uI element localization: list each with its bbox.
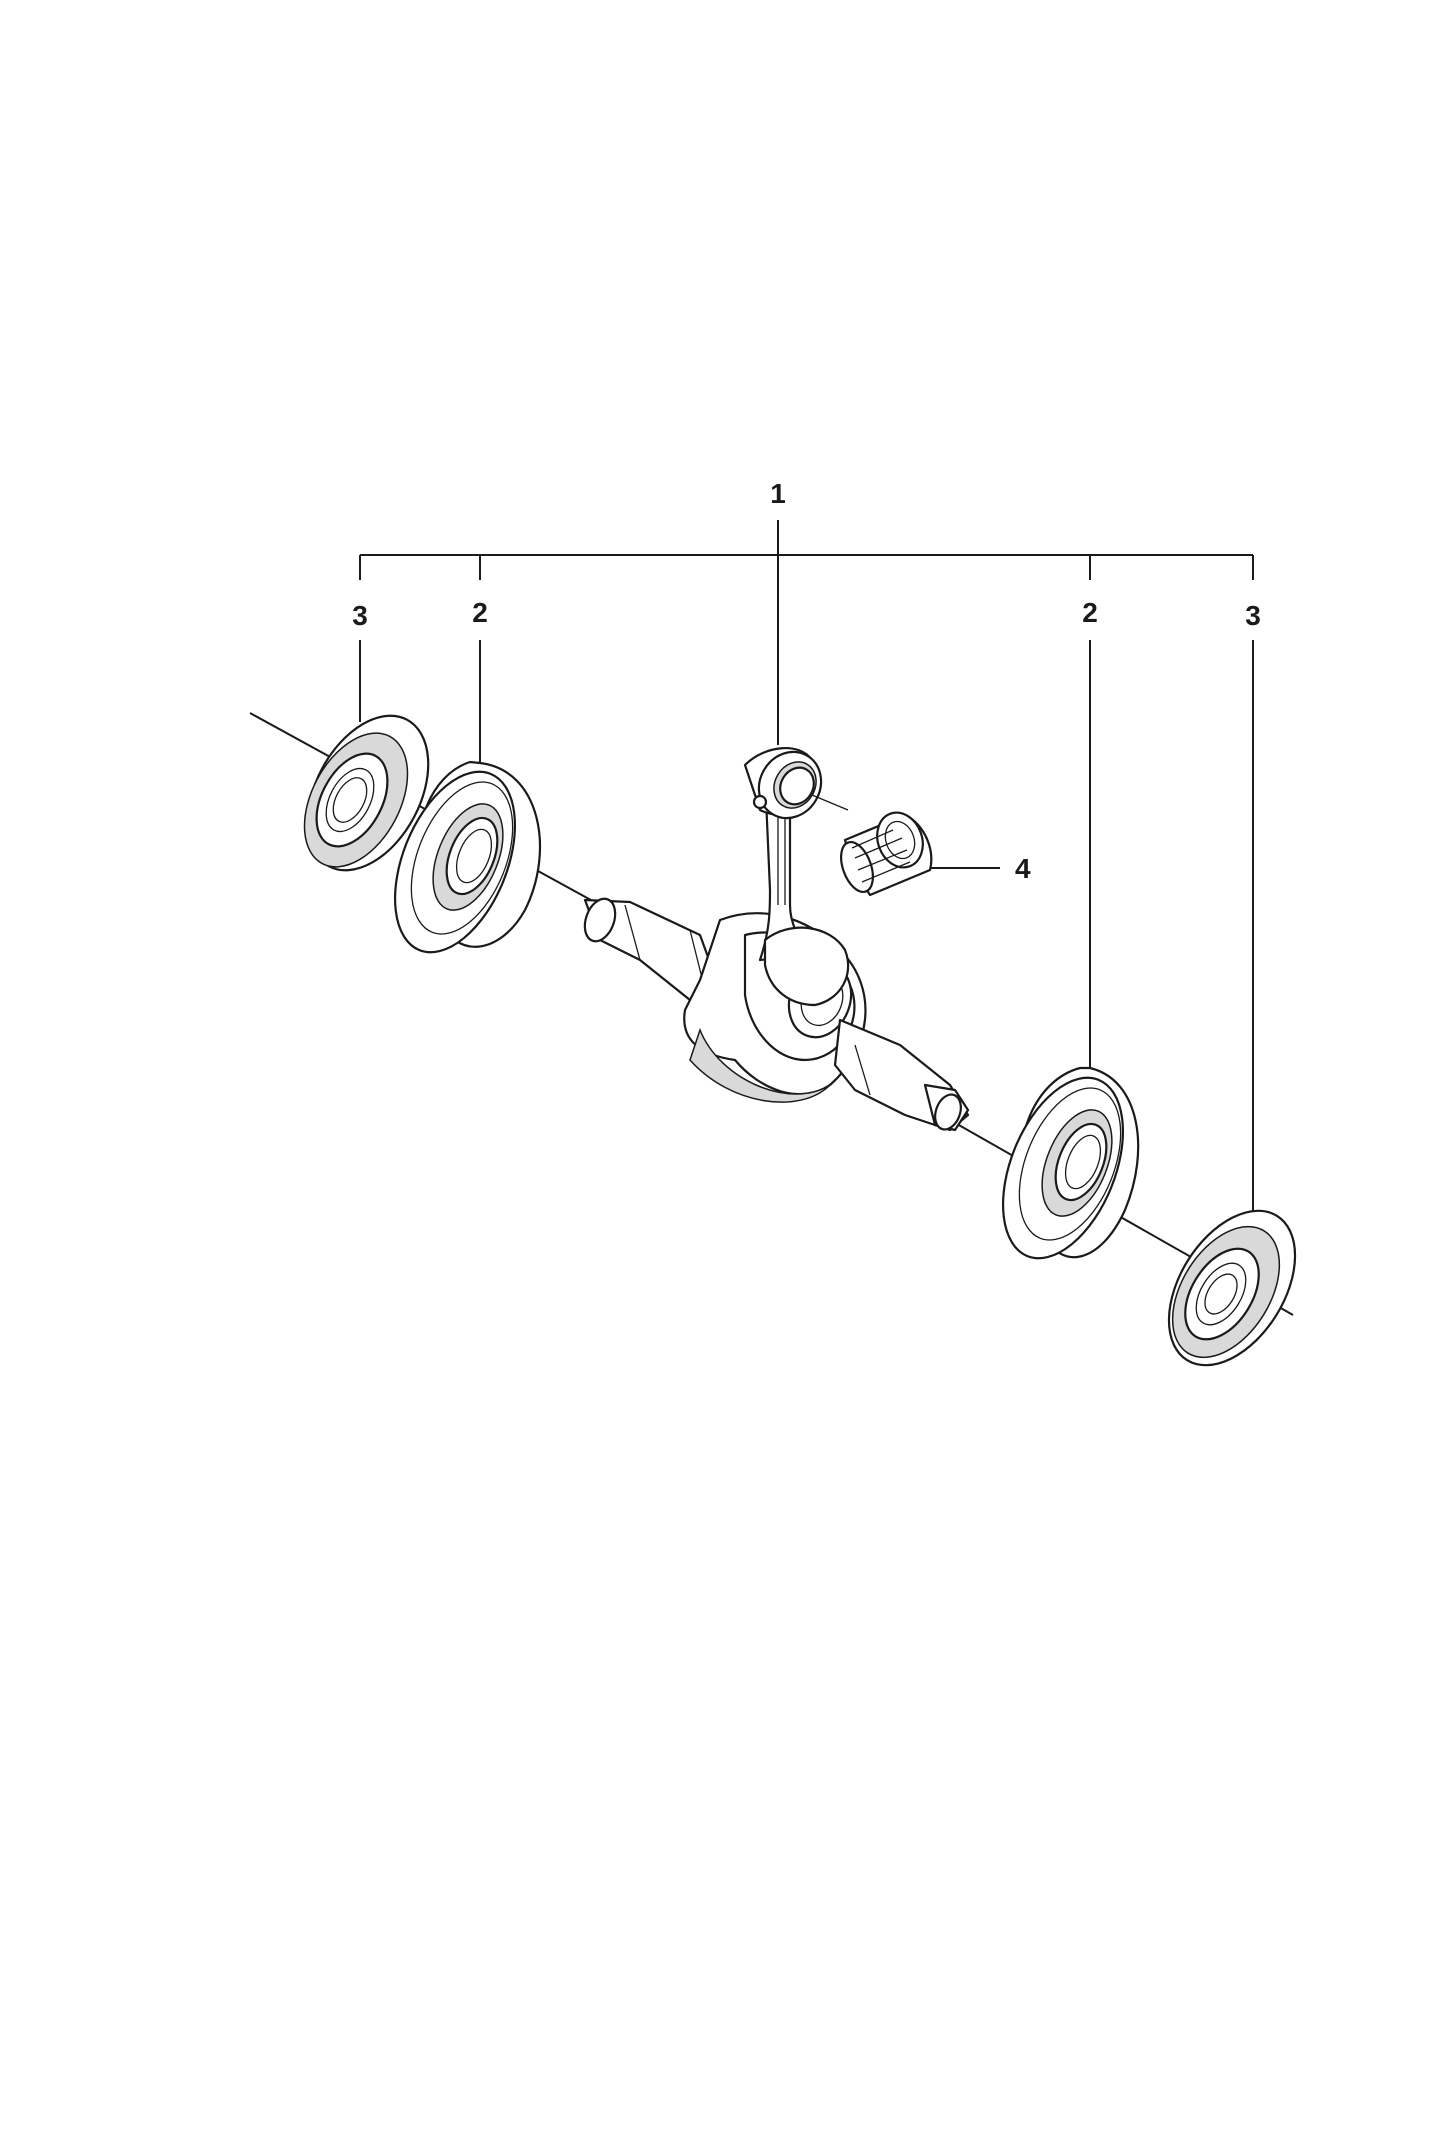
callout-needle-bearing: 4 <box>1015 853 1031 884</box>
connecting-rod <box>743 747 850 1007</box>
callout-seal-left: 3 <box>352 600 368 631</box>
callout-bearing-left: 2 <box>472 597 488 628</box>
ball-bearing-right <box>1001 1066 1140 1260</box>
oil-seal-left <box>303 714 430 872</box>
callout-seal-right: 3 <box>1245 600 1261 631</box>
callout-assembly: 1 <box>770 478 786 509</box>
oil-seal-right <box>1167 1209 1297 1367</box>
callout-bearing-right: 2 <box>1082 597 1098 628</box>
needle-bearing-axis <box>811 794 849 811</box>
ball-bearing-left <box>393 760 542 954</box>
assembly-bracket <box>359 520 1254 745</box>
needle-bearing <box>840 811 933 897</box>
